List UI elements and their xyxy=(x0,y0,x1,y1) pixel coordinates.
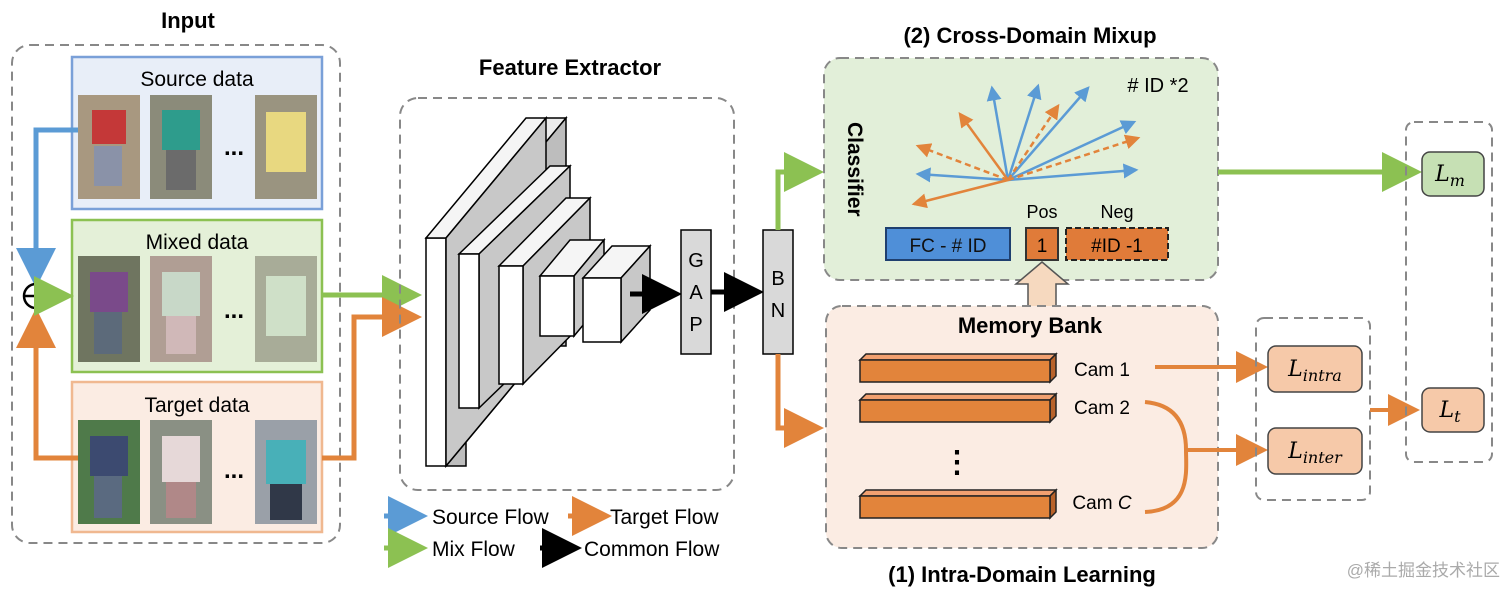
classifier-weight-vectors xyxy=(911,83,1141,209)
mixed-ellipsis: ... xyxy=(224,297,244,324)
fc-label: FC - # ID xyxy=(909,236,986,257)
bn-letter-n: N xyxy=(771,300,785,322)
gap-letter-a: A xyxy=(689,282,703,304)
oplus-icon xyxy=(22,282,50,310)
lintra-box xyxy=(1267,345,1363,393)
input-title: Input xyxy=(161,8,215,33)
feature-extractor-box xyxy=(399,97,735,491)
id-count-label: # ID *2 xyxy=(1127,75,1188,97)
target-ellipsis: ... xyxy=(224,457,244,484)
intra-inter-loss-group xyxy=(1255,317,1371,501)
fc-bar xyxy=(885,227,1011,261)
memory-title: Memory Bank xyxy=(958,313,1103,338)
gap-block: G A P xyxy=(680,229,712,355)
source-data-panel: Source data ... xyxy=(70,55,324,211)
memory-slots xyxy=(858,352,1058,520)
cam-to-linter-arrow xyxy=(1144,400,1260,514)
source-flow-line xyxy=(16,127,78,288)
lm-label: Lm xyxy=(1434,162,1465,190)
mixed-data-panel: Mixed data ... xyxy=(70,218,324,374)
bn-block: B N xyxy=(762,229,794,355)
bn-to-memory-arrow xyxy=(775,354,824,448)
lintra-label: Lintra xyxy=(1287,357,1342,385)
pos-value: 1 xyxy=(1037,236,1048,257)
target-to-extractor-arrow xyxy=(322,297,422,461)
feature-extractor-title: Feature Extractor xyxy=(479,55,662,80)
bn-to-classifier-arrow xyxy=(775,152,824,230)
vertical-ellipsis: ⋮ xyxy=(942,446,972,479)
neg-cell xyxy=(1065,227,1169,261)
source-data-label: Source data xyxy=(140,68,254,91)
mixed-data-label: Mixed data xyxy=(146,231,249,254)
camc-label: Cam C xyxy=(1072,493,1131,514)
lt-label: Lt xyxy=(1438,398,1461,426)
neg-value: #ID -1 xyxy=(1091,236,1143,257)
legend-source-label: Source Flow xyxy=(432,506,550,529)
gap-letter-g: G xyxy=(688,250,704,272)
intra-domain-title: (1) Intra-Domain Learning xyxy=(888,562,1156,587)
legend: Source Flow Target Flow Mix Flow Common … xyxy=(384,496,720,568)
lt-box xyxy=(1421,387,1485,433)
cam2-label: Cam 2 xyxy=(1074,398,1130,419)
linter-box xyxy=(1267,427,1363,475)
pos-label: Pos xyxy=(1026,202,1057,222)
source-ellipsis: ... xyxy=(224,134,244,161)
gap-letter-p: P xyxy=(689,314,702,336)
legend-target-label: Target Flow xyxy=(610,506,719,529)
mixup-title: (2) Cross-Domain Mixup xyxy=(903,23,1156,48)
watermark: @稀土掘金技术社区 xyxy=(1347,561,1500,580)
neg-label: Neg xyxy=(1100,202,1133,222)
bn-letter-b: B xyxy=(771,268,784,290)
pos-cell xyxy=(1025,227,1059,261)
lm-box xyxy=(1421,151,1485,197)
target-data-panel: Target data ... xyxy=(70,380,324,534)
target-flow-line-up xyxy=(15,308,78,461)
classifier-label: Classifier xyxy=(843,122,866,217)
cam1-label: Cam 1 xyxy=(1074,360,1130,381)
cnn-layers xyxy=(424,115,652,469)
total-loss-group xyxy=(1405,121,1493,463)
legend-mix-label: Mix Flow xyxy=(432,538,516,561)
linter-label: Linter xyxy=(1287,439,1343,467)
target-data-label: Target data xyxy=(144,394,249,417)
legend-common-label: Common Flow xyxy=(584,538,720,561)
